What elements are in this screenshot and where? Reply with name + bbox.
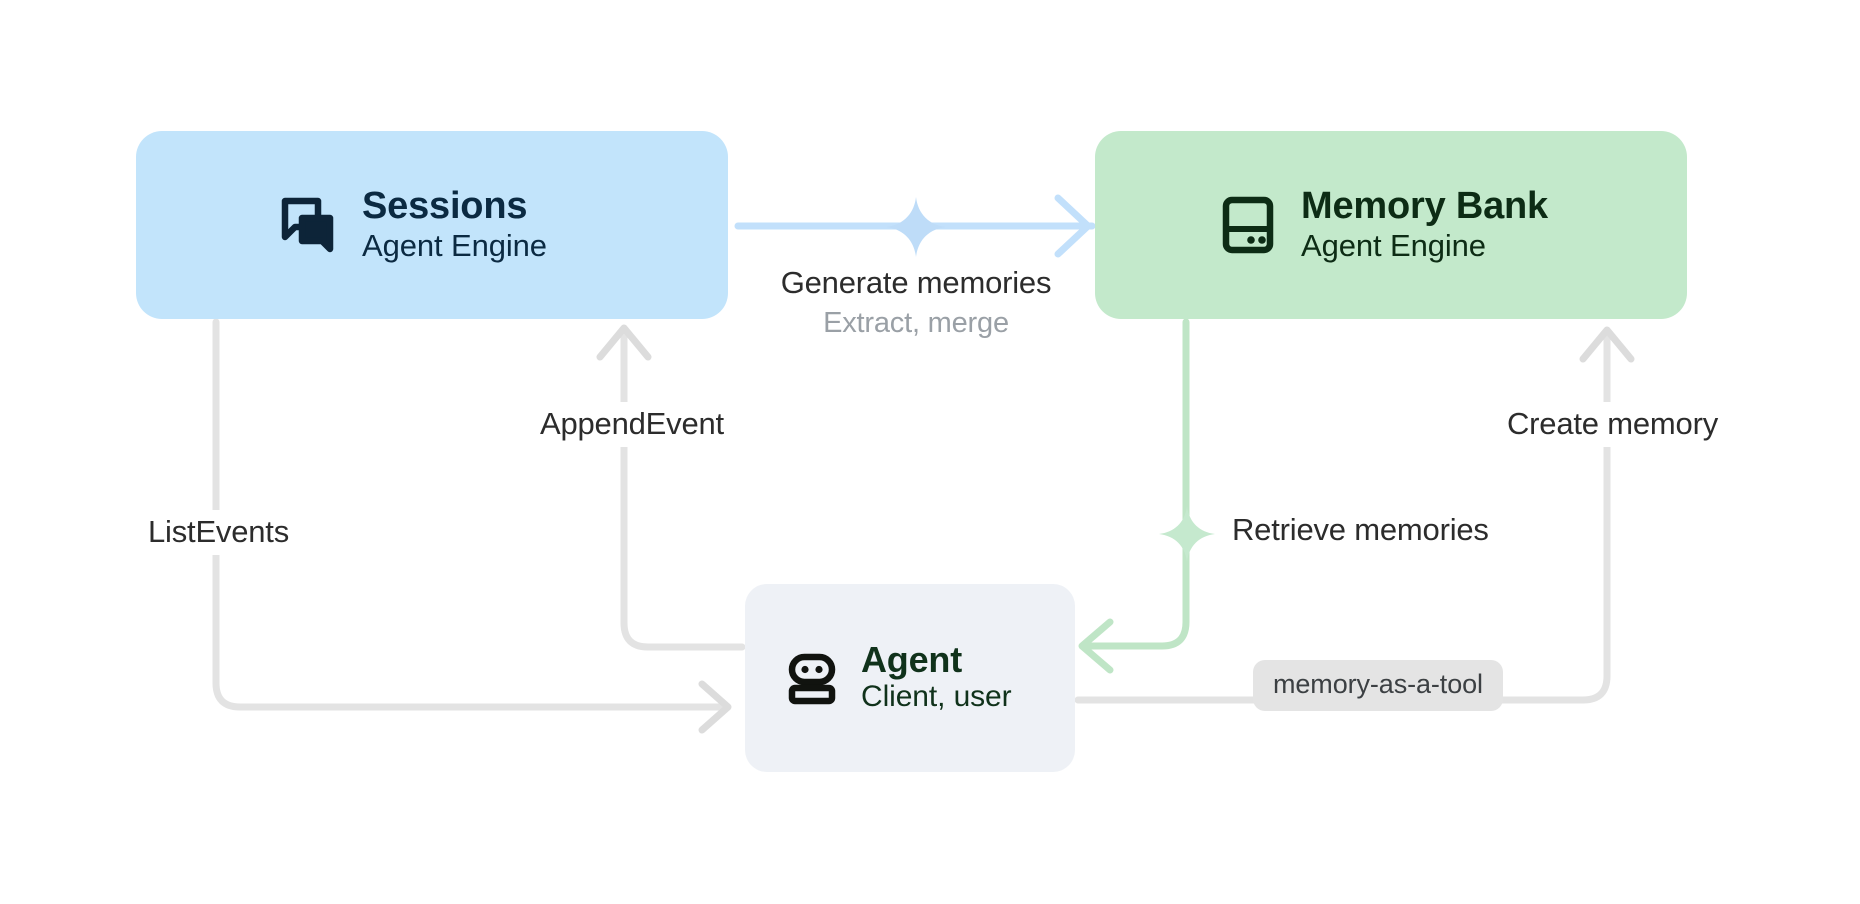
node-agent-text: Agent Client, user: [861, 638, 1012, 716]
node-agent[interactable]: Agent Client, user: [745, 584, 1075, 772]
node-sessions-subtitle: Agent Engine: [362, 227, 547, 263]
edge-label-retrieve-memories: Retrieve memories: [1222, 508, 1499, 553]
node-sessions[interactable]: Sessions Agent Engine: [136, 131, 728, 319]
node-agent-title: Agent: [861, 638, 962, 680]
node-memory-bank[interactable]: Memory Bank Agent Engine: [1095, 131, 1687, 319]
node-sessions-text: Sessions Agent Engine: [362, 184, 547, 264]
sparkle-icon: [885, 196, 947, 263]
edge-retrieve-memories: [1078, 318, 1190, 674]
node-agent-subtitle: Client, user: [861, 680, 1012, 714]
node-memory-bank-subtitle: Agent Engine: [1301, 227, 1486, 263]
edge-label-append-event: AppendEvent: [530, 402, 734, 447]
edge-label-create-memory: Create memory: [1497, 402, 1729, 447]
edge-append-event: [596, 324, 746, 651]
robot-icon: [783, 649, 841, 707]
chat-bubbles-icon: [278, 194, 340, 256]
edge-label-list-events: ListEvents: [138, 510, 300, 555]
edge-label-generate-memories-main: Generate memories: [780, 265, 1052, 300]
node-memory-bank-title: Memory Bank: [1301, 184, 1548, 227]
node-sessions-title: Sessions: [362, 184, 528, 227]
edge-label-generate-memories: Generate memories Extract, merge: [770, 263, 1062, 342]
sparkle-icon: [1158, 505, 1216, 568]
node-memory-bank-text: Memory Bank Agent Engine: [1301, 184, 1548, 264]
storage-bank-icon: [1217, 194, 1279, 256]
memory-as-a-tool-chip: memory-as-a-tool: [1253, 660, 1503, 711]
edge-label-generate-memories-sub: Extract, merge: [823, 306, 1009, 339]
edge-generate-memories: [734, 194, 1096, 258]
